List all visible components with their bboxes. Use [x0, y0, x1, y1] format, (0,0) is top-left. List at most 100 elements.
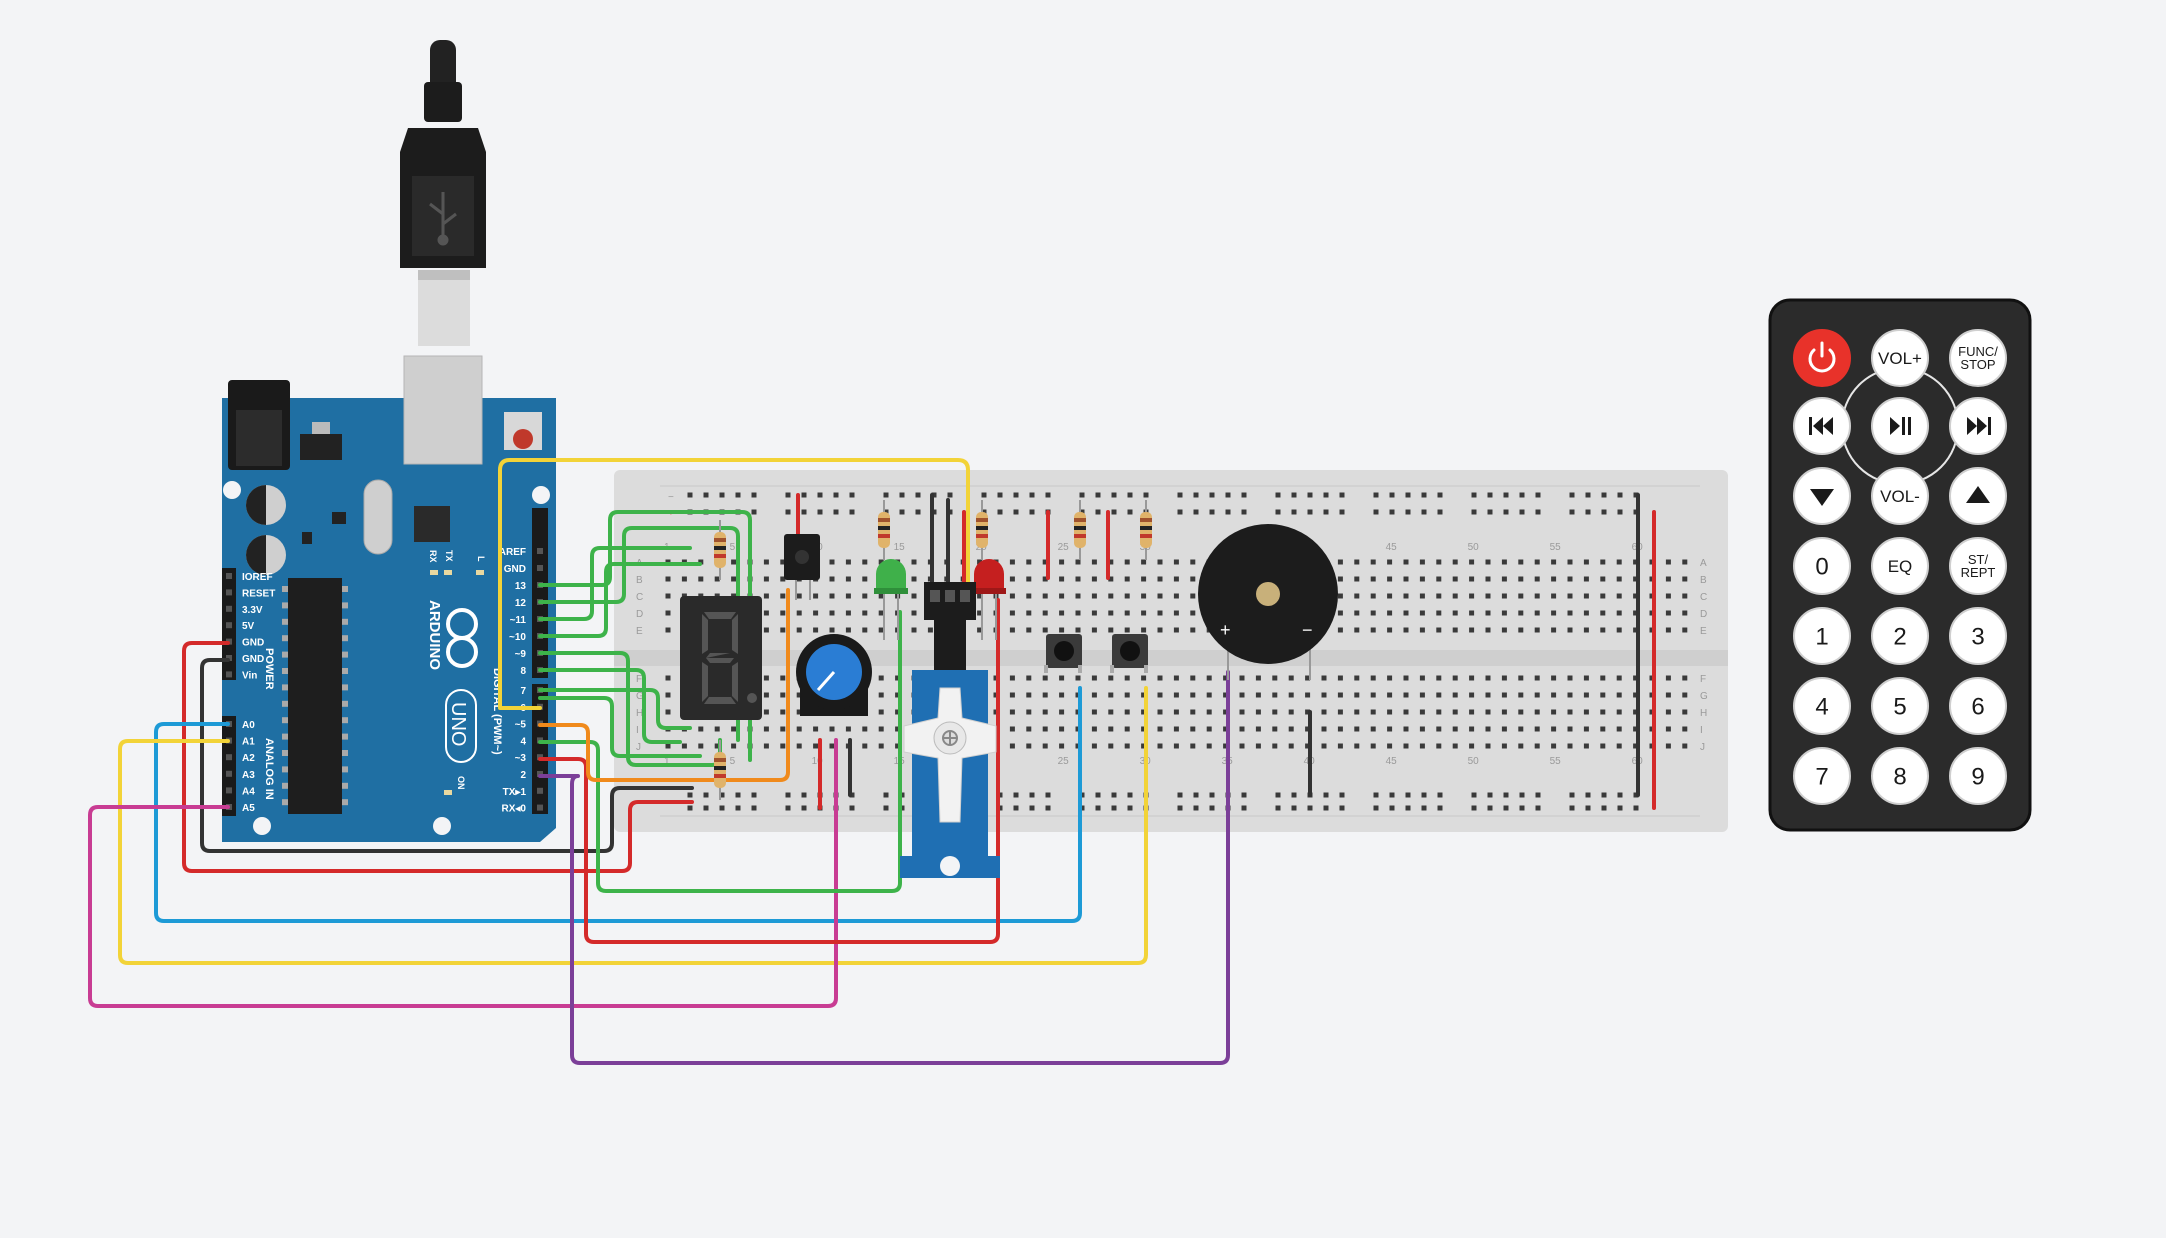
breadboard-hole[interactable]	[1255, 743, 1261, 749]
breadboard-hole[interactable]	[719, 492, 725, 498]
breadboard-hole[interactable]	[780, 593, 786, 599]
breadboard-hole[interactable]	[1452, 726, 1458, 732]
breadboard-hole[interactable]	[1042, 593, 1048, 599]
breadboard-hole[interactable]	[1321, 675, 1327, 681]
breadboard-hole[interactable]	[1600, 593, 1606, 599]
wire-red-5v[interactable]	[182, 641, 694, 873]
breadboard-hole[interactable]	[1157, 675, 1163, 681]
remote-button-vol[interactable]: VOL-	[1871, 467, 1929, 525]
breadboard-hole[interactable]	[665, 692, 671, 698]
breadboard-hole[interactable]	[1206, 675, 1212, 681]
breadboard-hole[interactable]	[1339, 509, 1345, 515]
breadboard-hole[interactable]	[1091, 692, 1097, 698]
breadboard-hole[interactable]	[1534, 709, 1540, 715]
breadboard-hole[interactable]	[703, 492, 709, 498]
breadboard-hole[interactable]	[780, 627, 786, 633]
remote-button-funcstop[interactable]: FUNC/STOP	[1949, 329, 2007, 387]
breadboard-hole[interactable]	[780, 726, 786, 732]
breadboard-hole[interactable]	[1255, 709, 1261, 715]
breadboard-hole[interactable]	[849, 509, 855, 515]
breadboard-hole[interactable]	[1305, 675, 1311, 681]
breadboard-hole[interactable]	[665, 610, 671, 616]
breadboard-hole[interactable]	[1239, 675, 1245, 681]
breadboard-hole[interactable]	[1503, 492, 1509, 498]
breadboard-hole[interactable]	[1190, 675, 1196, 681]
breadboard-hole[interactable]	[1585, 792, 1591, 798]
breadboard-hole[interactable]	[1370, 593, 1376, 599]
breadboard-hole[interactable]	[1569, 509, 1575, 515]
breadboard-hole[interactable]	[813, 610, 819, 616]
breadboard-hole[interactable]	[862, 627, 868, 633]
breadboard-hole[interactable]	[883, 805, 889, 811]
breadboard-hole[interactable]	[1437, 509, 1443, 515]
breadboard-hole[interactable]	[977, 610, 983, 616]
breadboard-hole[interactable]	[763, 692, 769, 698]
breadboard-hole[interactable]	[817, 509, 823, 515]
breadboard-hole[interactable]	[1029, 509, 1035, 515]
breadboard-hole[interactable]	[1600, 726, 1606, 732]
breadboard-hole[interactable]	[1501, 726, 1507, 732]
breadboard-hole[interactable]	[665, 576, 671, 582]
remote-button-skip-back[interactable]	[1793, 397, 1851, 455]
breadboard-hole[interactable]	[1029, 805, 1035, 811]
breadboard-hole[interactable]	[1601, 792, 1607, 798]
breadboard-hole[interactable]	[1534, 559, 1540, 565]
breadboard-hole[interactable]	[1042, 726, 1048, 732]
breadboard-hole[interactable]	[801, 792, 807, 798]
breadboard-hole[interactable]	[1095, 492, 1101, 498]
breadboard-hole[interactable]	[1108, 692, 1114, 698]
breadboard-hole[interactable]	[1665, 726, 1671, 732]
breadboard-hole[interactable]	[899, 509, 905, 515]
breadboard-hole[interactable]	[1403, 743, 1409, 749]
breadboard-hole[interactable]	[1141, 627, 1147, 633]
breadboard-hole[interactable]	[780, 576, 786, 582]
breadboard-hole[interactable]	[1075, 593, 1081, 599]
breadboard-hole[interactable]	[1009, 610, 1015, 616]
breadboard-hole[interactable]	[1551, 692, 1557, 698]
breadboard-hole[interactable]	[1354, 726, 1360, 732]
breadboard-hole[interactable]	[1141, 743, 1147, 749]
breadboard-hole[interactable]	[1421, 805, 1427, 811]
breadboard-hole[interactable]	[878, 743, 884, 749]
breadboard-hole[interactable]	[813, 627, 819, 633]
piezo-buzzer[interactable]: + −	[1198, 524, 1338, 680]
breadboard-hole[interactable]	[1026, 692, 1032, 698]
breadboard-hole[interactable]	[849, 805, 855, 811]
breadboard-hole[interactable]	[1501, 627, 1507, 633]
breadboard-hole[interactable]	[817, 492, 823, 498]
breadboard-hole[interactable]	[1567, 610, 1573, 616]
breadboard-hole[interactable]	[915, 509, 921, 515]
breadboard-hole[interactable]	[698, 576, 704, 582]
breadboard-hole[interactable]	[1405, 492, 1411, 498]
breadboard-hole[interactable]	[1291, 509, 1297, 515]
breadboard-hole[interactable]	[1127, 805, 1133, 811]
breadboard-hole[interactable]	[1403, 593, 1409, 599]
breadboard-hole[interactable]	[698, 743, 704, 749]
breadboard-hole[interactable]	[1469, 593, 1475, 599]
breadboard-hole[interactable]	[1503, 792, 1509, 798]
breadboard-hole[interactable]	[1551, 610, 1557, 616]
breadboard-hole[interactable]	[1173, 559, 1179, 565]
breadboard-hole[interactable]	[1452, 627, 1458, 633]
breadboard-hole[interactable]	[1272, 743, 1278, 749]
breadboard-hole[interactable]	[1551, 675, 1557, 681]
breadboard-hole[interactable]	[703, 792, 709, 798]
servo-horn[interactable]	[903, 687, 997, 823]
breadboard-hole[interactable]	[1026, 576, 1032, 582]
breadboard-hole[interactable]	[833, 509, 839, 515]
breadboard-hole[interactable]	[1354, 675, 1360, 681]
breadboard-hole[interactable]	[796, 709, 802, 715]
breadboard-hole[interactable]	[1239, 743, 1245, 749]
breadboard-hole[interactable]	[1551, 593, 1557, 599]
breadboard-hole[interactable]	[714, 743, 720, 749]
breadboard-hole[interactable]	[1111, 509, 1117, 515]
breadboard-hole[interactable]	[977, 593, 983, 599]
breadboard-hole[interactable]	[1206, 743, 1212, 749]
breadboard-hole[interactable]	[1059, 726, 1065, 732]
ir-receiver[interactable]	[784, 534, 820, 600]
servo-motor[interactable]	[900, 582, 1000, 878]
breadboard-hole[interactable]	[1633, 559, 1639, 565]
breadboard-hole[interactable]	[1583, 692, 1589, 698]
breadboard-hole[interactable]	[731, 743, 737, 749]
breadboard-hole[interactable]	[1091, 610, 1097, 616]
